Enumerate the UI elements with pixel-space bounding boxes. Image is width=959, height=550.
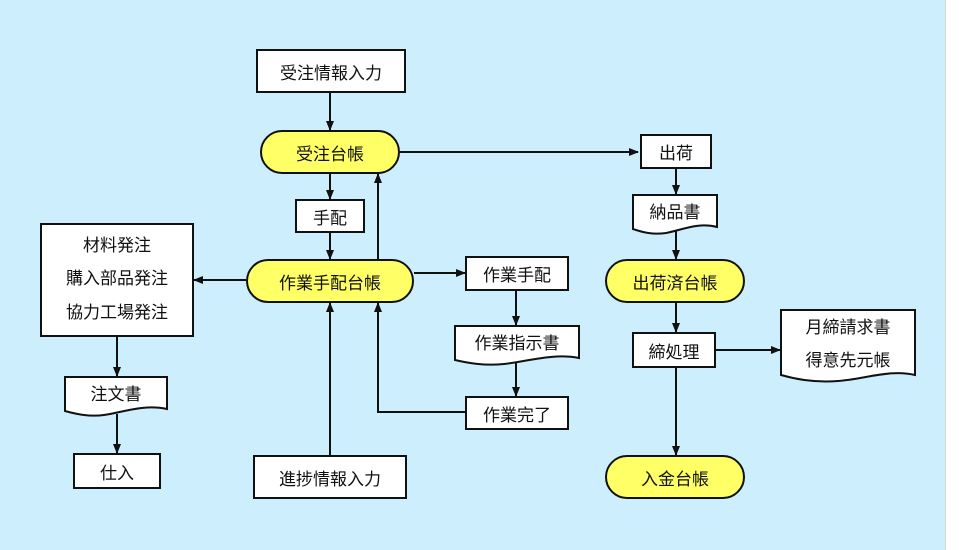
delivery-note-doc: 納品書: [632, 194, 718, 235]
billing-doc-shape: [780, 309, 916, 383]
receiving-label: 仕入: [100, 463, 134, 484]
payment-ledger-label: 入金台帳: [641, 469, 709, 490]
purchase-order-doc: 注文書: [64, 376, 168, 417]
delivery-note-doc-shape: [632, 194, 718, 235]
progress-input-box: 進捗情報入力: [253, 455, 407, 499]
order-ledger: 受注台帳: [260, 130, 400, 174]
shipped-ledger-label: 出荷済台帳: [632, 273, 718, 294]
payment-ledger: 入金台帳: [605, 455, 745, 499]
work-instruction-label: 作業指示書: [474, 334, 560, 354]
work-complete-box: 作業完了: [465, 396, 569, 430]
procurement-line-1: 材料発注: [83, 236, 151, 257]
delivery-note-label: 納品書: [649, 203, 701, 223]
procurement-line-2: 購入部品発注: [66, 269, 168, 290]
work-arrangement-ledger: 作業手配台帳: [246, 259, 414, 303]
billing-line-2: 得意先元帳: [805, 351, 891, 371]
shipped-ledger: 出荷済台帳: [605, 259, 745, 303]
window-edge: [945, 0, 959, 550]
arrangement-label: 手配: [313, 208, 347, 229]
work-arrangement-box: 作業手配: [465, 256, 569, 291]
order-input-box: 受注情報入力: [256, 49, 406, 93]
procurement-box: 材料発注 購入部品発注 協力工場発注: [40, 223, 194, 337]
purchase-order-doc-shape: [64, 376, 168, 417]
closing-label: 締処理: [648, 342, 700, 363]
closing-box: 締処理: [632, 332, 716, 368]
shipment-label: 出荷: [659, 144, 693, 164]
work-instruction-doc: 作業指示書: [454, 325, 580, 366]
work-complete-label: 作業完了: [483, 405, 551, 426]
progress-input-label: 進捗情報入力: [279, 469, 381, 490]
order-ledger-label: 受注台帳: [296, 144, 364, 165]
purchase-order-label: 注文書: [90, 385, 142, 405]
work-instruction-doc-shape: [454, 325, 580, 366]
arrangement-box: 手配: [295, 199, 365, 233]
arrow-workcomplete-to-workledger: [374, 302, 465, 413]
shipment-box: 出荷: [640, 134, 712, 169]
billing-line-1: 月締請求書: [805, 317, 891, 338]
work-arrangement-ledger-label: 作業手配台帳: [279, 273, 381, 294]
order-input-label: 受注情報入力: [280, 63, 382, 84]
receiving-box: 仕入: [73, 453, 161, 489]
billing-doc: 月締請求書 得意先元帳: [780, 309, 916, 383]
procurement-line-3: 協力工場発注: [66, 302, 168, 323]
work-arrangement-label: 作業手配: [483, 266, 551, 286]
